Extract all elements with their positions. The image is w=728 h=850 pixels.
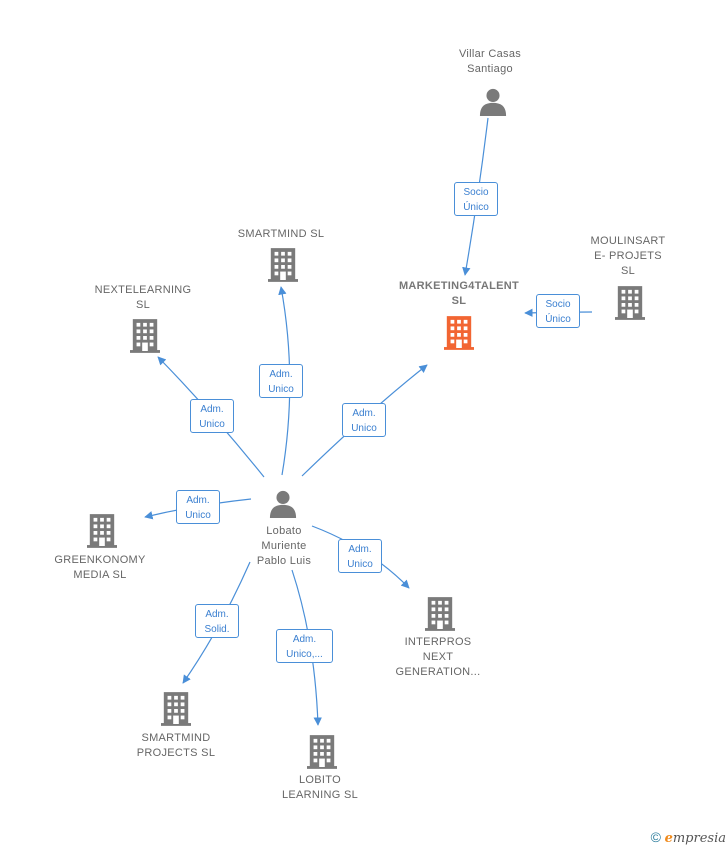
lobato-label[interactable]: Lobato Muriente Pablo Luis (256, 525, 312, 567)
edge-label-lobato-interpros[interactable]: Adm. Unico (338, 539, 382, 573)
marketing-label[interactable]: MARKETING4TALENT SL (398, 280, 520, 307)
villar-label[interactable]: Villar Casas Santiago (458, 48, 522, 75)
edge-label-moulinsart-marketing[interactable]: Socio Único (536, 294, 580, 328)
brand-e: e (664, 831, 673, 846)
marketing-building-icon[interactable] (444, 316, 474, 350)
interpros-building-icon[interactable] (425, 597, 455, 631)
moulinsart-label[interactable]: MOULINSART E- PROJETS SL (590, 235, 666, 277)
interpros-label[interactable]: INTERPROS NEXT GENERATION... (395, 636, 481, 678)
edge-label-villar-marketing[interactable]: Socio Único (454, 182, 498, 216)
copyright-icon: © (650, 829, 661, 845)
lobito-building-icon[interactable] (307, 735, 337, 769)
moulinsart-building-icon[interactable] (615, 286, 645, 320)
edge-label-lobato-lobito[interactable]: Adm. Unico,... (276, 629, 333, 663)
lobito-label[interactable]: LOBITO LEARNING SL (281, 774, 359, 801)
edge-label-lobato-marketing[interactable]: Adm. Unico (342, 403, 386, 437)
smartmind-building-icon[interactable] (268, 248, 298, 282)
villar-person-icon[interactable] (479, 88, 507, 116)
smartmind-projects-label[interactable]: SMARTMIND PROJECTS SL (136, 732, 216, 759)
greenkonomy-label[interactable]: GREENKONOMY MEDIA SL (54, 554, 146, 581)
edge-label-lobato-greenkonomy[interactable]: Adm. Unico (176, 490, 220, 524)
brand-footer[interactable]: © empresia (651, 829, 726, 846)
brand-name: mpresia (672, 831, 726, 846)
smartmind-projects-building-icon[interactable] (161, 692, 191, 726)
edge-label-lobato-smartmind[interactable]: Adm. Unico (259, 364, 303, 398)
lobato-person-icon[interactable] (269, 490, 297, 518)
greenkonomy-building-icon[interactable] (87, 514, 117, 548)
edge-label-lobato-smartmind-projects[interactable]: Adm. Solid. (195, 604, 239, 638)
nextelearning-building-icon[interactable] (130, 319, 160, 353)
nextelearning-label[interactable]: NEXTELEARNING SL (94, 284, 192, 311)
edge-label-lobato-nextelearning[interactable]: Adm. Unico (190, 399, 234, 433)
smartmind-label[interactable]: SMARTMIND SL (237, 228, 325, 240)
